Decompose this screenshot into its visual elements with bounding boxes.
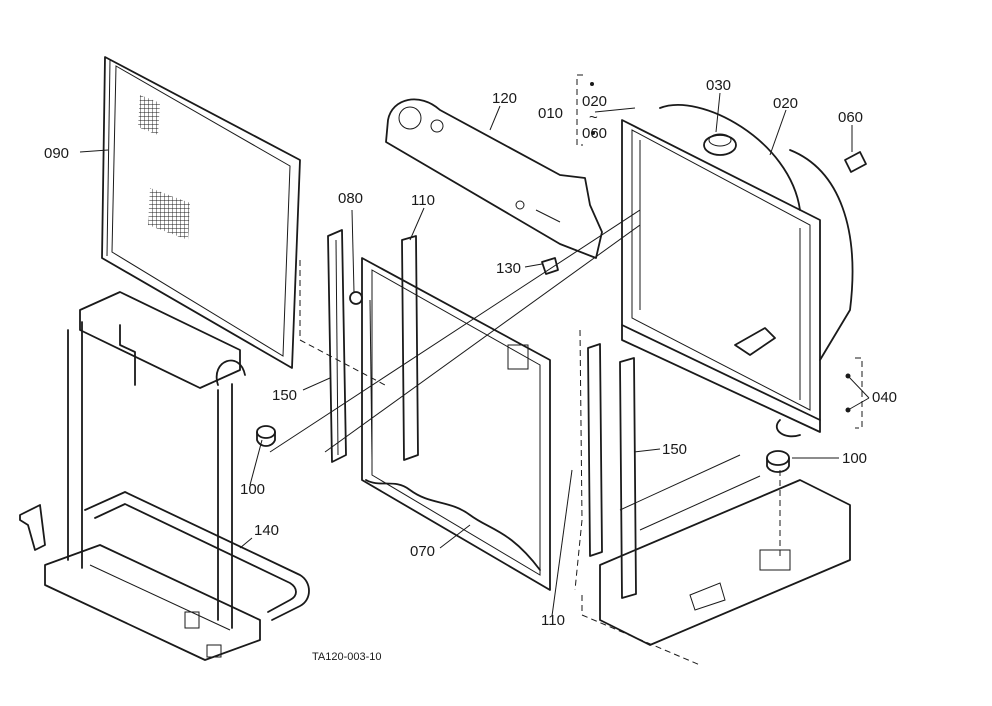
callout-060-range-end: 060 [582,125,607,142]
callout-100-left: 100 [240,481,265,498]
callout-010: 010 [538,105,563,122]
bolt-080 [349,291,363,305]
callout-080: 080 [338,190,363,207]
screen-panel-090 [101,56,301,369]
side-seal-110 [401,235,419,461]
side-strip-110-right [587,343,603,557]
callout-150-right: 150 [662,441,687,458]
callout-020-range-start: 020 [582,93,607,110]
callout-100-right: 100 [842,450,867,467]
callout-070: 070 [410,543,435,560]
bolt-060 [844,151,867,173]
radiator-010 [621,104,854,438]
shroud-plate-120 [385,98,603,259]
bracket-frame [19,291,310,661]
callout-110-bottom: 110 [541,612,565,629]
callout-110-top: 110 [411,192,435,209]
radiator-base [599,454,851,646]
bolt-130 [541,257,559,275]
cushion-100-left [256,425,276,447]
range-tilde: ~ [589,109,598,126]
callout-030: 030 [706,77,731,94]
side-strip-150-right [619,357,637,599]
callout-140: 140 [254,522,279,539]
callout-130: 130 [496,260,521,277]
callout-020: 020 [773,95,798,112]
callout-120: 120 [492,90,517,107]
callout-040: 040 [872,389,897,406]
callout-150-left: 150 [272,387,297,404]
drawing-code: TA120-003-10 [312,651,382,663]
callout-060: 060 [838,109,863,126]
frame-070 [361,257,551,591]
seal-strip-080 [327,229,347,463]
cushion-100-right [766,450,790,473]
callout-090: 090 [44,145,69,162]
